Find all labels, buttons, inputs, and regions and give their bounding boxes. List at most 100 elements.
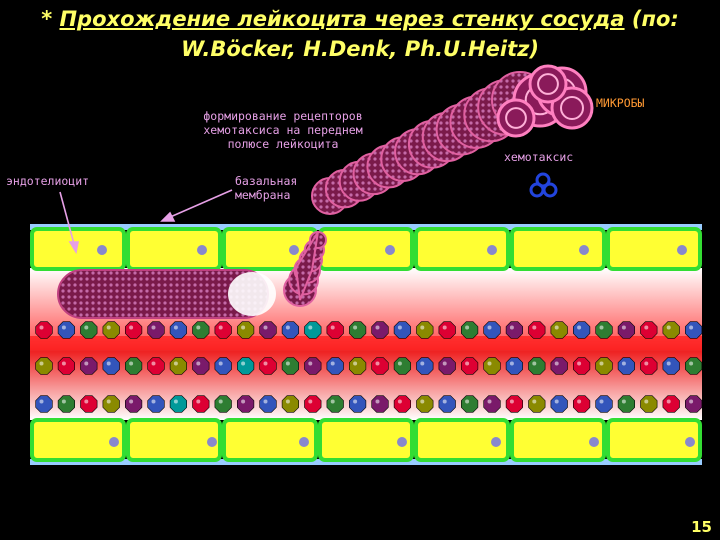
basal-membrane-label: базальная мембрана — [235, 174, 298, 202]
red-blood-cells — [35, 321, 703, 413]
cell-highlight — [39, 361, 44, 366]
red-blood-cell — [348, 357, 367, 375]
cell-nucleus — [589, 437, 599, 447]
red-blood-cell — [214, 357, 232, 375]
red-blood-cell — [80, 395, 98, 413]
cell-highlight — [330, 325, 335, 330]
microbes-label: МИКРОБЫ — [596, 96, 645, 110]
cell-highlight — [241, 399, 246, 404]
red-blood-cell — [304, 357, 322, 375]
cell-highlight — [218, 399, 223, 404]
red-blood-cell — [393, 395, 412, 413]
cell-highlight — [465, 399, 470, 404]
red-blood-cell — [617, 321, 636, 339]
cell-highlight — [666, 361, 671, 366]
red-blood-cell — [57, 395, 75, 413]
red-blood-cell — [259, 321, 277, 339]
red-blood-cell — [416, 321, 434, 339]
cell-highlight — [196, 325, 201, 330]
cell-highlight — [218, 325, 223, 330]
cell-highlight — [308, 399, 313, 404]
cell-highlight — [84, 361, 89, 366]
cell-highlight — [151, 399, 156, 404]
title-line-1: * Прохождение лейкоцита через стенку сос… — [41, 7, 679, 31]
red-blood-cell — [617, 357, 636, 375]
red-blood-cell — [460, 395, 479, 413]
red-blood-cell — [102, 321, 120, 339]
endothelium-bottom — [30, 418, 702, 462]
red-blood-cell — [505, 395, 524, 413]
endothelial-cell — [414, 227, 510, 271]
cell-highlight — [106, 325, 111, 330]
cell-highlight — [689, 399, 694, 404]
red-blood-cell — [438, 395, 456, 413]
cell-highlight — [420, 361, 425, 366]
cell-highlight — [173, 325, 178, 330]
cell-highlight — [532, 361, 537, 366]
cell-highlight — [285, 325, 290, 330]
microbe-ring — [537, 73, 559, 95]
red-blood-cell — [572, 395, 591, 413]
cell-highlight — [241, 325, 246, 330]
red-blood-cell — [214, 321, 232, 339]
red-blood-cell — [102, 395, 120, 413]
cell-highlight — [442, 399, 447, 404]
cell-highlight — [442, 361, 447, 366]
red-blood-cell — [662, 321, 680, 339]
red-blood-cell — [505, 321, 524, 339]
cell-highlight — [509, 399, 514, 404]
page-number: 15 — [691, 518, 712, 536]
red-blood-cell — [371, 357, 389, 375]
cell-highlight — [666, 325, 671, 330]
endothelial-cell — [606, 227, 702, 271]
red-blood-cell — [595, 321, 613, 339]
cell-highlight — [84, 325, 89, 330]
red-blood-cell — [80, 321, 98, 339]
red-blood-cell — [438, 321, 456, 339]
red-blood-cell — [460, 321, 479, 339]
red-blood-cell — [595, 357, 613, 375]
red-blood-cell — [640, 395, 658, 413]
cell-highlight — [644, 399, 649, 404]
cell-highlight — [532, 399, 537, 404]
endothelial-cell — [318, 227, 414, 271]
endothelial-cell — [606, 418, 702, 462]
red-blood-cell — [169, 357, 187, 375]
cell-highlight — [151, 325, 156, 330]
cell-highlight — [330, 361, 335, 366]
red-blood-cell — [460, 357, 479, 375]
red-blood-cell — [550, 395, 568, 413]
red-blood-cell — [550, 321, 568, 339]
red-blood-cell — [684, 321, 703, 339]
page-title: * Прохождение лейкоцита через стенку сос… — [0, 4, 720, 64]
microbe-ring — [505, 107, 527, 129]
cell-nucleus — [197, 245, 207, 255]
microbe-ring — [560, 96, 584, 120]
receptors-label: формирование рецепторов хемотаксиса на п… — [203, 109, 363, 151]
cell-nucleus — [97, 245, 107, 255]
cell-highlight — [532, 325, 537, 330]
cell-highlight — [39, 325, 44, 330]
cell-highlight — [599, 325, 604, 330]
cell-highlight — [554, 361, 559, 366]
red-blood-cell — [393, 321, 412, 339]
cell-highlight — [465, 361, 470, 366]
red-blood-cell — [125, 321, 143, 339]
cell-highlight — [420, 325, 425, 330]
cell-highlight — [196, 399, 201, 404]
red-blood-cell — [125, 357, 143, 375]
red-blood-cell — [259, 357, 277, 375]
cell-nucleus — [685, 437, 695, 447]
cell-nucleus — [299, 437, 309, 447]
red-blood-cell — [102, 357, 120, 375]
endothelium-label: эндотелиоцит — [6, 174, 90, 188]
red-blood-cell — [640, 321, 658, 339]
cell-highlight — [375, 325, 380, 330]
red-blood-cell — [483, 357, 501, 375]
red-blood-cell — [348, 395, 367, 413]
cell-highlight — [151, 361, 156, 366]
red-blood-cell — [640, 357, 658, 375]
red-blood-cell — [416, 395, 434, 413]
cell-highlight — [689, 361, 694, 366]
cell-highlight — [577, 325, 582, 330]
